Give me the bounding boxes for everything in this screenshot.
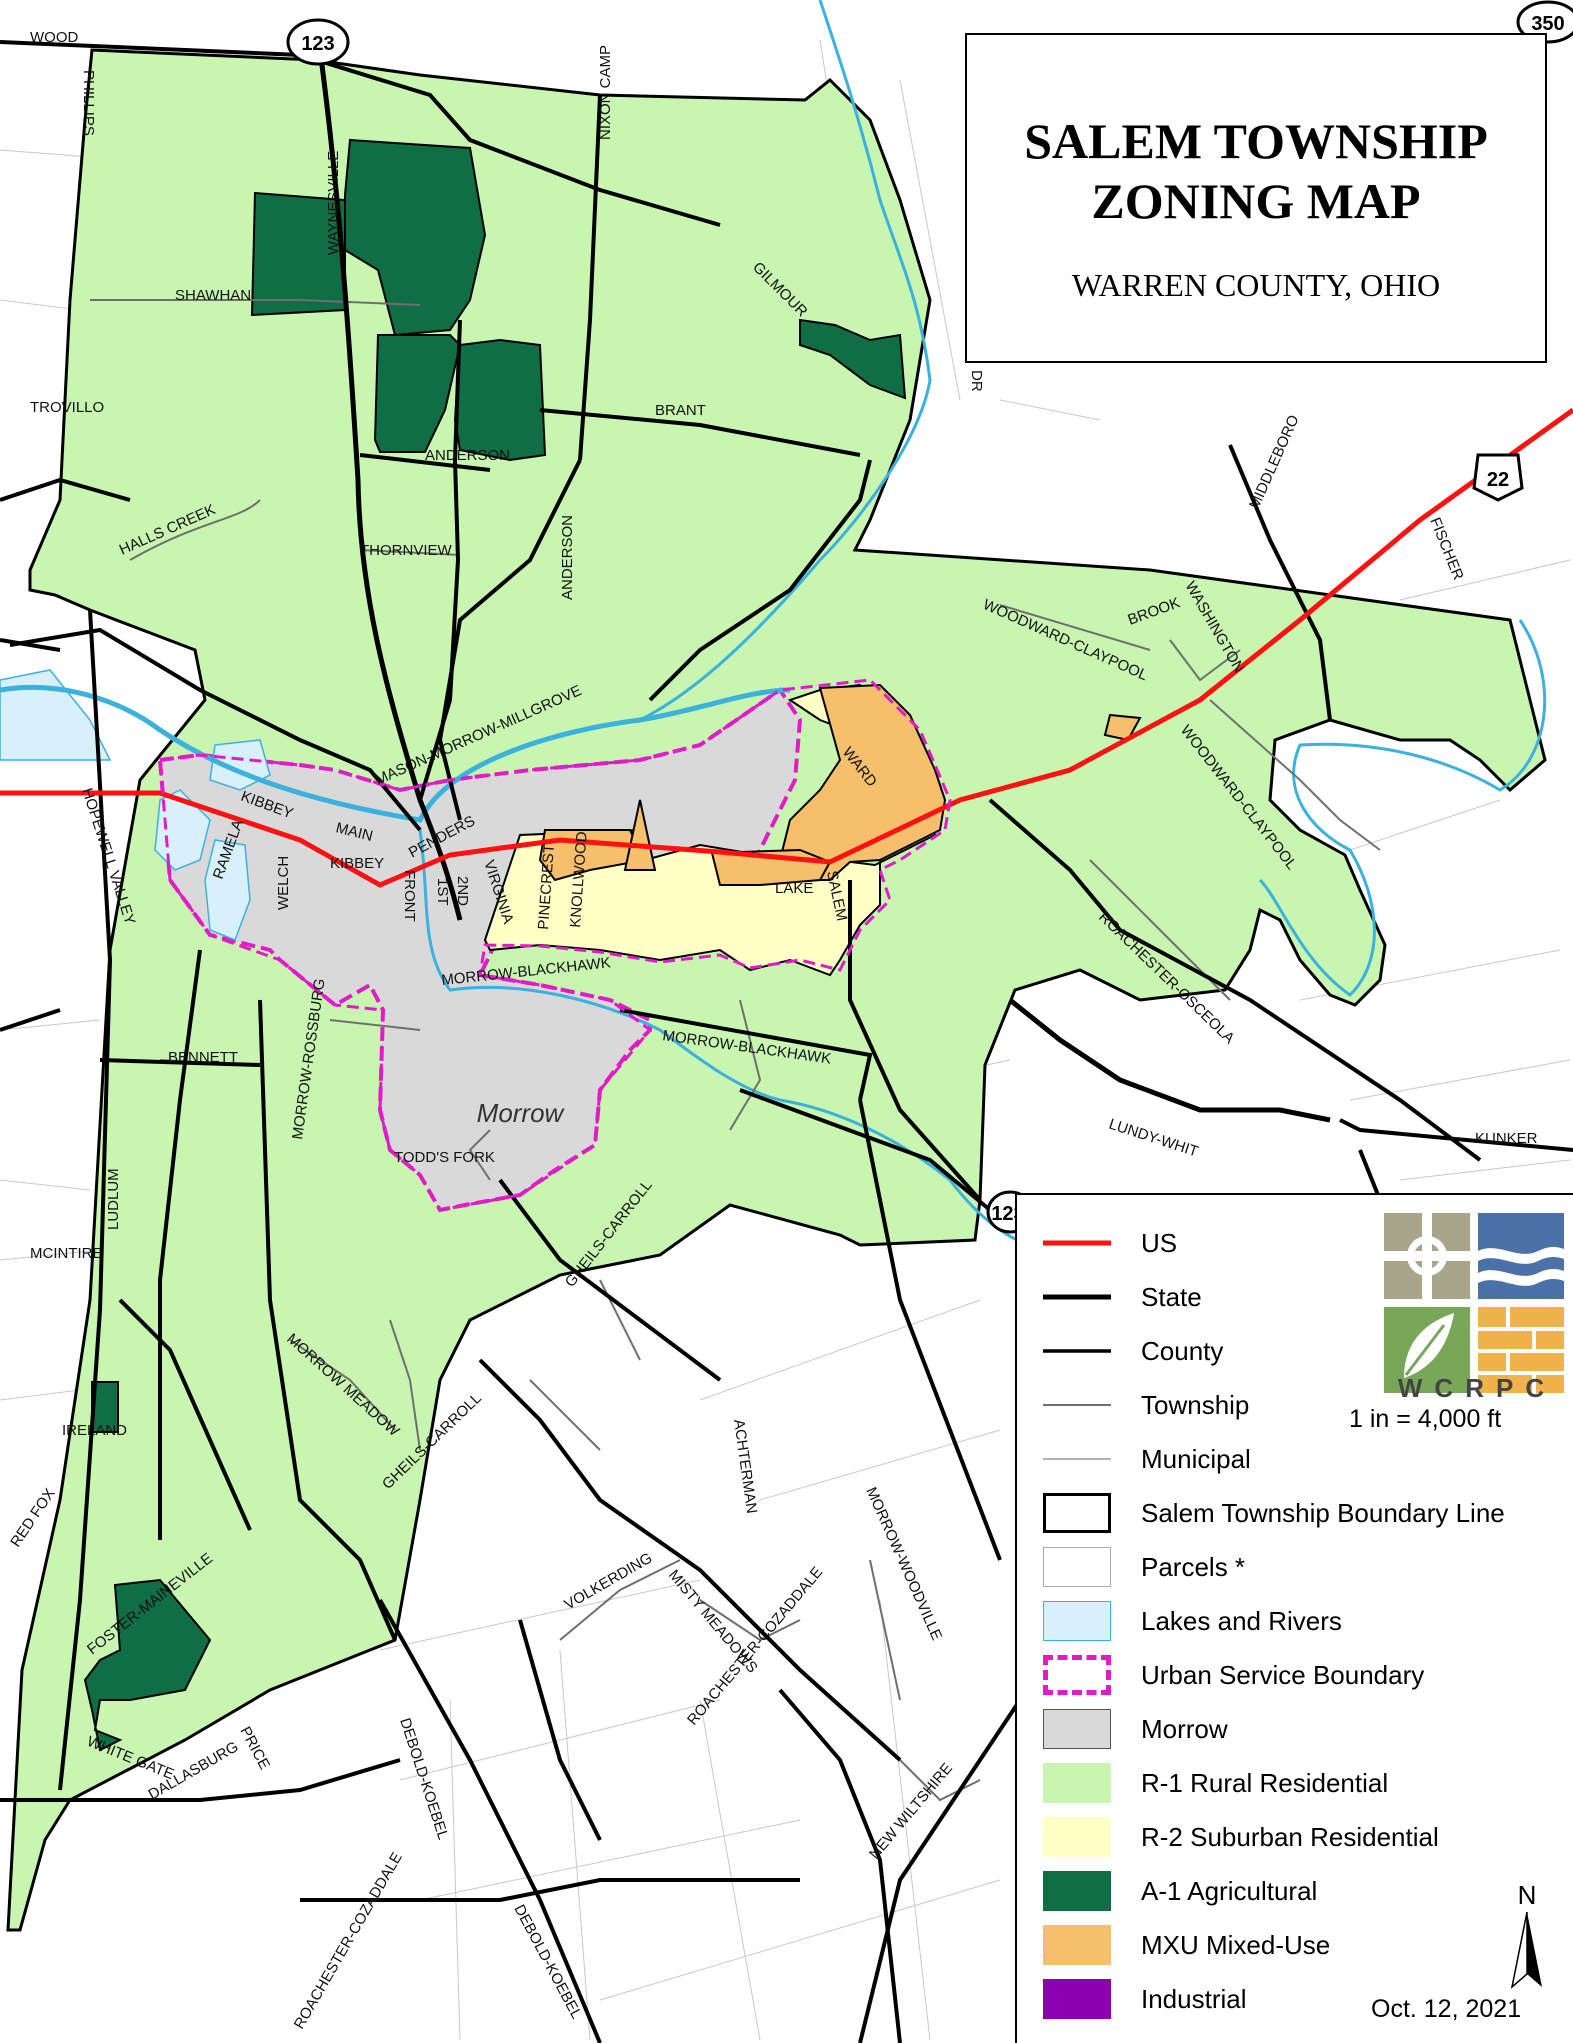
legend-item-r1: R-1 Rural Residential (1043, 1762, 1388, 1804)
road-label-knollwood: KNOLLWOOD (567, 831, 591, 929)
road-label-shawhan: SHAWHAN (175, 287, 251, 304)
svg-text:123: 123 (301, 33, 334, 55)
road-label-pinecrest: PINECREST (535, 843, 558, 930)
legend-item-boundary: Salem Township Boundary Line (1043, 1492, 1505, 1534)
road-label-fischer: FISCHER (1426, 515, 1466, 583)
legend-item-township: Township (1043, 1384, 1249, 1426)
industrial-swatch (1043, 1979, 1111, 2019)
legend-item-urban-service: Urban Service Boundary (1043, 1654, 1424, 1696)
r1-swatch (1043, 1763, 1111, 1803)
title-box: SALEM TOWNSHIP ZONING MAP WARREN COUNTY,… (965, 33, 1547, 363)
road-label-brant: BRANT (655, 402, 706, 419)
r2-swatch (1043, 1817, 1111, 1857)
route-350-shield: 350 (1516, 0, 1573, 44)
township-line-symbol (1043, 1404, 1111, 1406)
road-label-dr: DR (968, 370, 985, 392)
legend-item-lakes: Lakes and Rivers (1043, 1600, 1342, 1642)
road-label-ludlum: LUDLUM (105, 1168, 122, 1230)
road-label-phillips: PHILLIPS (80, 70, 97, 136)
north-label: N (1517, 1880, 1537, 1910)
road-label-mcintire: MCINTIRE (30, 1245, 103, 1262)
wcrpc-logo-icon (1384, 1213, 1564, 1393)
map-legend: US State County Township Municipal Salem… (1015, 1193, 1573, 2043)
urban-service-swatch (1043, 1655, 1111, 1695)
state-roads (317, 49, 1331, 1123)
legend-item-morrow: Morrow (1043, 1708, 1228, 1750)
map-title-line-1: SALEM TOWNSHIP (1024, 113, 1488, 169)
road-label-wood: WOOD (30, 29, 78, 46)
us-22-shield: 22 (1472, 453, 1524, 502)
road-label-kibbey-2: KIBBEY (330, 855, 384, 872)
svg-text:22: 22 (1487, 469, 1509, 491)
north-arrow: N (1502, 1880, 1552, 1990)
us-route-22 (0, 407, 1573, 888)
map-date: Oct. 12, 2021 (1371, 1995, 1522, 2023)
legend-item-state: State (1043, 1276, 1202, 1318)
road-label-anderson-ew: ANDERSON (425, 447, 510, 464)
map-scale: 1 in = 4,000 ft (1349, 1405, 1502, 1433)
road-label-new-wiltshire: NEW WILTSHIRE (866, 1760, 956, 1863)
road-label-lundy-whit: LUNDY-WHIT (1107, 1116, 1201, 1161)
road-label-roachester-cozaddale-2: ROACHESTER-COZADDALE (291, 1850, 406, 2032)
road-label-thornview: THORNVIEW (360, 542, 453, 559)
legend-item-r2: R-2 Suburban Residential (1043, 1816, 1439, 1858)
road-label-nixon-camp: NIXON CAMP (597, 45, 614, 140)
morrow-label: Morrow (477, 1098, 566, 1128)
route-123-shield-top: 123 (286, 18, 350, 66)
map-subtitle: WARREN COUNTY, OHIO (1071, 267, 1441, 303)
road-label-bennett: BENNETT (168, 1049, 238, 1066)
svg-text:350: 350 (1531, 13, 1564, 35)
legend-item-county: County (1043, 1330, 1223, 1372)
municipal-line-symbol (1043, 1458, 1111, 1460)
logo-text: WCRPC (1397, 1373, 1557, 1403)
county-line-symbol (1043, 1349, 1111, 1353)
us-line-symbol (1043, 1240, 1111, 1246)
road-label-2nd: 2ND (454, 876, 471, 906)
road-label-trovillo: TROVILLO (30, 399, 104, 416)
legend-item-a1: A-1 Agricultural (1043, 1870, 1317, 1912)
road-label-waynesville: WAYNESVILLE (325, 151, 342, 255)
mxu-swatch (1043, 1925, 1111, 1965)
legend-item-mxu: MXU Mixed-Use (1043, 1924, 1330, 1966)
road-label-price: PRICE (236, 1724, 273, 1772)
lakes-swatch (1043, 1601, 1111, 1641)
legend-item-industrial: Industrial (1043, 1978, 1247, 2020)
urban-service-boundary (158, 678, 952, 1212)
map-title-line-2: ZONING MAP (1091, 173, 1421, 229)
road-label-achterman: ACHTERMAN (730, 1418, 760, 1514)
road-label-morrow-woodville: MORROW-WOODVILLE (862, 1485, 945, 1643)
state-line-symbol (1043, 1294, 1111, 1300)
road-label-lake: LAKE (775, 880, 813, 897)
a1-swatch (1043, 1871, 1111, 1911)
road-label-todds-fork: TODD'S FORK (394, 1149, 495, 1166)
a1-agricultural-zones (83, 138, 907, 1752)
road-label-volkerding: VOLKERDING (562, 1550, 656, 1614)
county-roads (0, 40, 1573, 2043)
road-label-ireland: IRELAND (62, 1422, 127, 1439)
road-label-welch: WELCH (275, 856, 292, 910)
road-label-roachester-cozaddale-1: ROACHESTER-COZADDALE (684, 1564, 826, 1729)
road-label-1st: 1ST (434, 878, 451, 906)
legend-item-us: US (1043, 1222, 1177, 1264)
road-label-anderson-ns: ANDERSON (559, 515, 576, 600)
legend-item-municipal: Municipal (1043, 1438, 1251, 1480)
road-label-kunker: KUNKER (1475, 1130, 1538, 1147)
morrow-swatch (1043, 1709, 1111, 1749)
legend-item-parcels: Parcels * (1043, 1546, 1245, 1588)
road-label-front: FRONT (401, 870, 418, 922)
north-arrow-icon (1510, 1912, 1542, 1990)
boundary-swatch (1043, 1493, 1111, 1533)
lakes-and-rivers (0, 0, 1547, 1252)
r1-rural-residential-zone (6, 48, 1547, 1932)
parcels-swatch (1043, 1547, 1111, 1587)
road-label-middleboro: MIDDLEBORO (1246, 413, 1303, 512)
